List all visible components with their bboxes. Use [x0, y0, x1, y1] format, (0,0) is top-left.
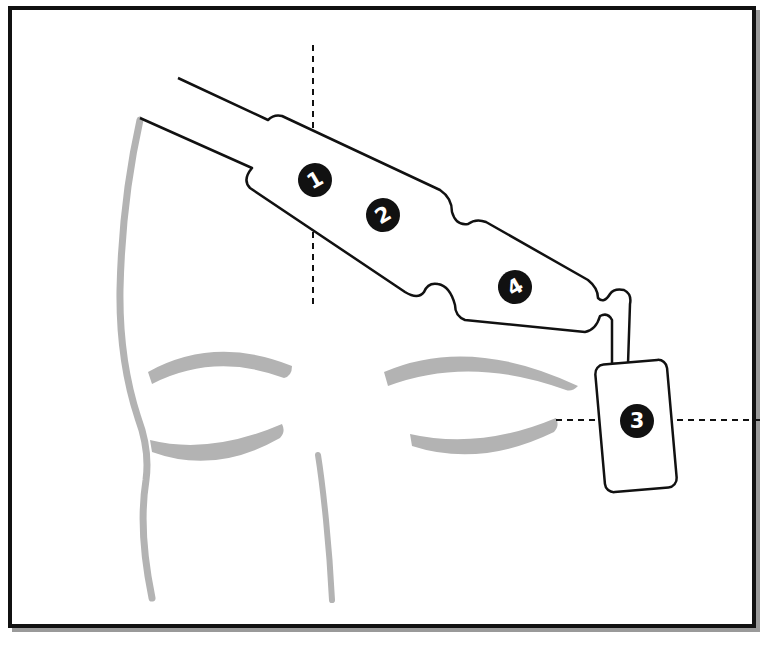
right-eyebrow: [384, 356, 578, 390]
face-features: [148, 352, 578, 461]
left-eye: [150, 424, 284, 461]
right-eye: [410, 418, 558, 454]
sensor-pad: [595, 359, 678, 493]
left-eyebrow: [148, 352, 292, 384]
face-contour: [120, 120, 152, 598]
callout-number: 3: [620, 404, 654, 438]
nose-line: [318, 455, 332, 600]
frame-border: [10, 8, 754, 626]
sensor-strip: [140, 78, 630, 364]
